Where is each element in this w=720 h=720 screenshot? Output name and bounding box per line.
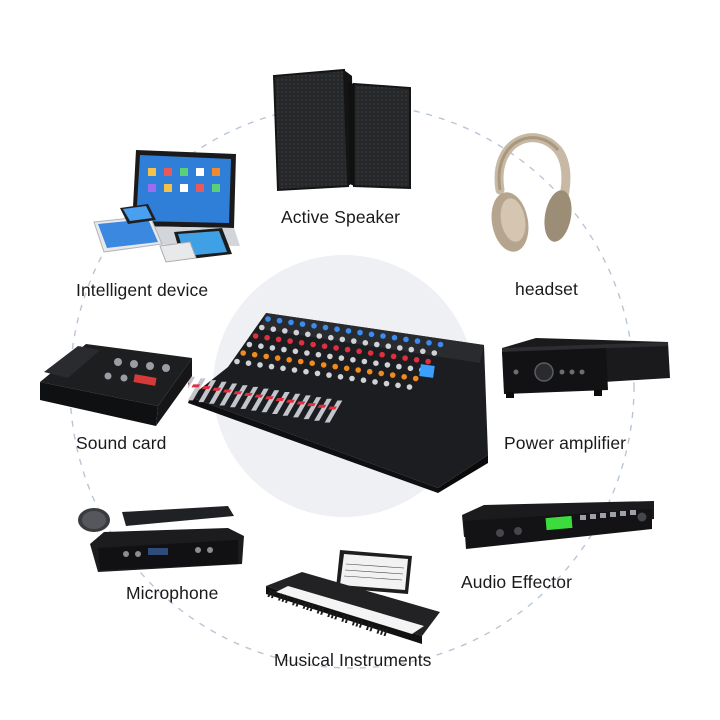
label-intelligent-device: Intelligent device xyxy=(76,280,209,300)
label-power-amplifier: Power amplifier xyxy=(504,433,627,453)
keyboard-image xyxy=(266,550,440,644)
label-microphone: Microphone xyxy=(126,583,219,603)
wireless-microphone-image xyxy=(78,506,244,572)
speaker-pair-image xyxy=(272,68,411,192)
label-audio-effector: Audio Effector xyxy=(461,572,573,592)
label-musical-instruments: Musical Instruments xyxy=(274,650,432,670)
sound-card-image xyxy=(40,344,192,426)
headphones-image xyxy=(491,133,572,252)
amplifier-image xyxy=(502,338,670,398)
label-headset: headset xyxy=(515,279,578,299)
label-sound-card: Sound card xyxy=(76,433,167,453)
audio-effector-image xyxy=(462,501,654,549)
label-active-speaker: Active Speaker xyxy=(281,207,401,227)
mixer-console-image xyxy=(188,313,488,493)
laptop-tablet-image xyxy=(93,150,240,263)
